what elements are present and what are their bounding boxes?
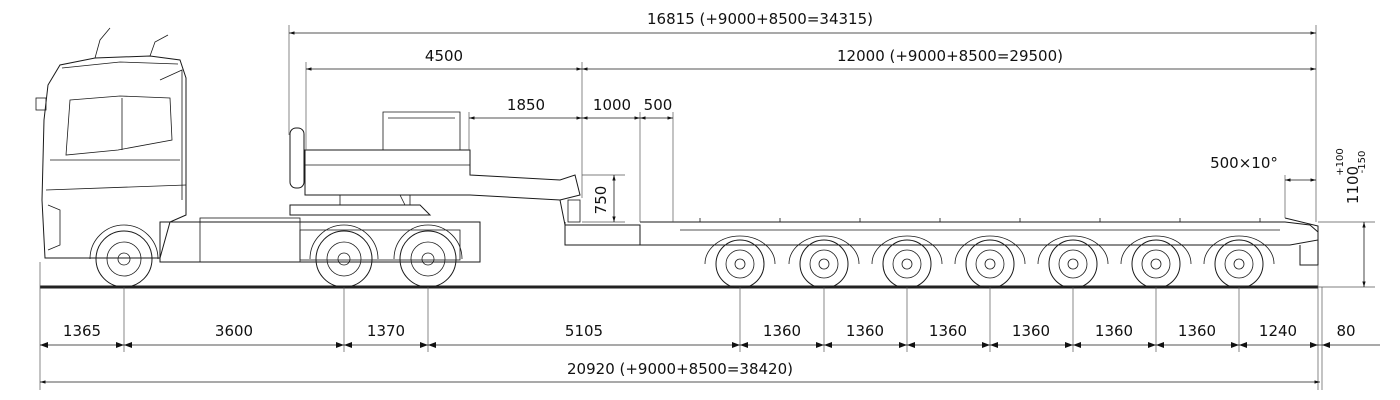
extension-lines	[39, 25, 1375, 390]
dim-overall-top: 16815 (+9000+8500=34315)	[289, 10, 1316, 35]
dim-1100-label: 1100	[1344, 166, 1362, 204]
dim-bottom-2: 3600	[215, 322, 253, 340]
dim-bottom-4: 5105	[565, 322, 603, 340]
dim-1100-tol-minus: -150	[1357, 151, 1368, 174]
trailer-wheel-4	[954, 235, 1026, 289]
dim-overall-bottom-label: 20920 (+9000+8500=38420)	[567, 360, 793, 378]
trailer-wheel-1	[704, 235, 776, 289]
dim-bottom-chain: 1365 3600 1370 5105 1360 1360 1360 1360 …	[40, 322, 1380, 348]
dim-500-label: 500	[644, 96, 673, 114]
dim-bottom-9: 1360	[1095, 322, 1133, 340]
dim-deck-front: 4500	[306, 47, 582, 71]
dim-rear-ramp-label: 500×10°	[1210, 154, 1278, 172]
dim-height-1100: 1100 +100 -150	[1335, 148, 1368, 287]
dim-bottom-10: 1360	[1178, 322, 1216, 340]
dim-bottom-5: 1360	[763, 322, 801, 340]
dim-deck-front-label: 4500	[425, 47, 463, 65]
dim-bottom-7: 1360	[929, 322, 967, 340]
dim-1100-tol-plus: +100	[1335, 148, 1346, 175]
dim-750-label: 750	[592, 186, 610, 215]
dim-bottom-3: 1370	[367, 322, 405, 340]
dim-bottom-1: 1365	[63, 322, 101, 340]
dim-bottom-6: 1360	[846, 322, 884, 340]
tractor-front-wheel	[89, 224, 159, 288]
trailer-wheel-3	[871, 235, 943, 289]
trailer-wheel-5	[1037, 235, 1109, 289]
trailer-wheel-6	[1120, 235, 1192, 289]
dim-bottom-8: 1360	[1012, 322, 1050, 340]
tractor-drive-wheel-1	[309, 224, 379, 288]
dim-bottom-11: 1240	[1259, 322, 1297, 340]
dim-overall-top-label: 16815 (+9000+8500=34315)	[647, 10, 873, 28]
dim-gooseneck: 1850 1000 500	[469, 96, 673, 120]
trailer-wheel-7	[1203, 235, 1275, 289]
dim-1000-label: 1000	[593, 96, 631, 114]
dim-1850-label: 1850	[507, 96, 545, 114]
dim-rear-ramp: 500×10°	[1210, 154, 1316, 182]
dim-deck-main-label: 12000 (+9000+8500=29500)	[837, 47, 1063, 65]
trailer-wheel-2	[788, 235, 860, 289]
dim-bottom-12: 80	[1336, 322, 1355, 340]
trailer	[289, 111, 1319, 289]
dim-overall-bottom: 20920 (+9000+8500=38420)	[40, 360, 1320, 384]
dim-deck-main: 12000 (+9000+8500=29500)	[582, 47, 1316, 71]
tractor-unit	[35, 27, 481, 288]
tractor-drive-wheel-2	[393, 224, 463, 288]
dim-height-750: 750	[592, 175, 616, 222]
